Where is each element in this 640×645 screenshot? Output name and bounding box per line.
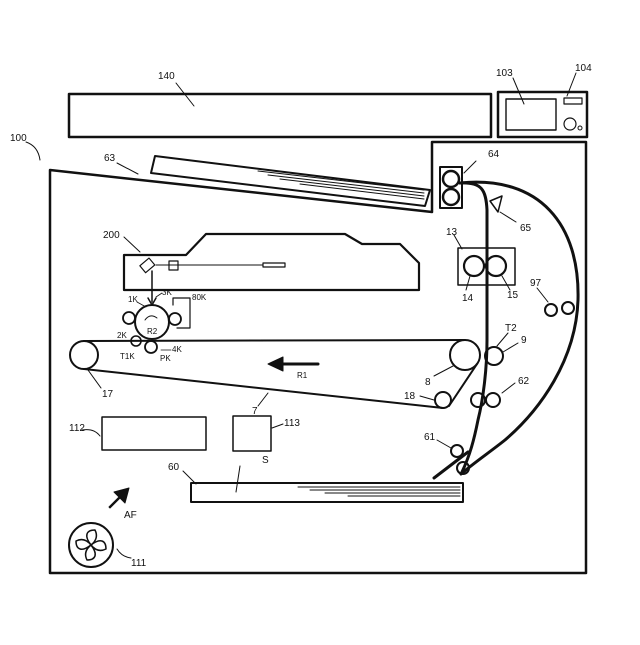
panel-dot: [578, 126, 582, 130]
leader-9: [503, 343, 518, 352]
label-200: 200: [103, 230, 120, 241]
drum-rotation-arrow: [145, 316, 157, 320]
leader-t2: [497, 333, 508, 346]
box-113: [233, 416, 271, 451]
scanner-unit: [69, 94, 491, 137]
label-62: 62: [518, 376, 530, 387]
leader-64: [464, 161, 476, 173]
label-113: 113: [284, 418, 300, 429]
label-140: 140: [158, 71, 175, 82]
leader-60: [183, 471, 196, 484]
fixing-roller-right: [486, 256, 506, 276]
label-1k: 1K: [128, 295, 138, 304]
leader-65: [500, 212, 516, 222]
polygon-mirror: [140, 258, 155, 273]
label-17: 17: [102, 389, 114, 400]
leader-18: [420, 396, 434, 400]
label-61: 61: [424, 432, 436, 443]
cassette-sheets: [298, 487, 460, 496]
panel-screen: [506, 99, 556, 130]
leader-61: [437, 440, 451, 448]
label-3k: 3K: [162, 288, 172, 297]
exit-roller-top: [443, 171, 459, 187]
label-s: S: [262, 455, 269, 466]
label-9: 9: [521, 335, 527, 346]
leader-15: [502, 276, 510, 290]
label-103: 103: [496, 68, 513, 79]
upper-tray: [151, 156, 430, 206]
primary-transfer-t1k: [145, 341, 157, 353]
leader-1k: [137, 302, 146, 307]
charger-1k: [123, 312, 135, 324]
leader-113: [272, 424, 283, 428]
label-af: AF: [124, 510, 137, 521]
label-80k: 80K: [192, 293, 207, 302]
regist-roller-b: [486, 393, 500, 407]
sheet-path-inner: [460, 183, 487, 472]
guide-flap: [490, 196, 502, 212]
label-13: 13: [446, 227, 458, 238]
leader-111: [117, 549, 131, 558]
label-104: 104: [575, 63, 592, 74]
label-15: 15: [507, 290, 519, 301]
label-pk: PK: [160, 354, 171, 363]
airflow-arrow: [109, 488, 129, 508]
leader-62: [502, 383, 515, 393]
label-t1k: T1K: [120, 352, 135, 361]
leader-8: [434, 366, 453, 376]
leader-63: [117, 163, 138, 174]
conveying-roller-b: [562, 302, 574, 314]
conveying-roller-a: [545, 304, 557, 316]
cleaner-3k: [169, 313, 181, 325]
label-8: 8: [425, 377, 431, 388]
label-65: 65: [520, 223, 532, 234]
belt-direction-arrowhead: [268, 357, 283, 371]
belt-lower: [84, 369, 443, 408]
feed-roller-a: [451, 445, 463, 457]
panel-knob: [564, 118, 576, 130]
exit-roller-bottom: [443, 189, 459, 205]
leader-s: [236, 466, 240, 492]
belt-roller-left: [70, 341, 98, 369]
label-t2: T2: [505, 323, 517, 334]
fan-111: [69, 523, 113, 567]
panel-small-window: [564, 98, 582, 104]
leader-17: [88, 370, 101, 388]
label-2k: 2K: [117, 331, 127, 340]
leader-100: [26, 142, 40, 160]
scan-lens: [263, 263, 285, 267]
label-100: 100: [10, 133, 27, 144]
label-14: 14: [462, 293, 474, 304]
leader-7: [258, 393, 268, 406]
leader-97: [537, 288, 548, 302]
box-112: [102, 417, 206, 450]
exposure-unit: [124, 234, 419, 290]
label-63: 63: [104, 153, 116, 164]
label-4k: 4K: [172, 345, 182, 354]
label-64: 64: [488, 149, 500, 160]
leader-14: [466, 276, 470, 290]
label-r1: R1: [297, 371, 308, 380]
label-18: 18: [404, 391, 416, 402]
label-97: 97: [530, 278, 542, 289]
label-111: 111: [131, 558, 147, 569]
label-r2: R2: [147, 327, 158, 336]
leader-200: [124, 237, 140, 252]
fixing-roller-left: [464, 256, 484, 276]
label-112: 112: [69, 423, 85, 434]
label-60: 60: [168, 462, 180, 473]
